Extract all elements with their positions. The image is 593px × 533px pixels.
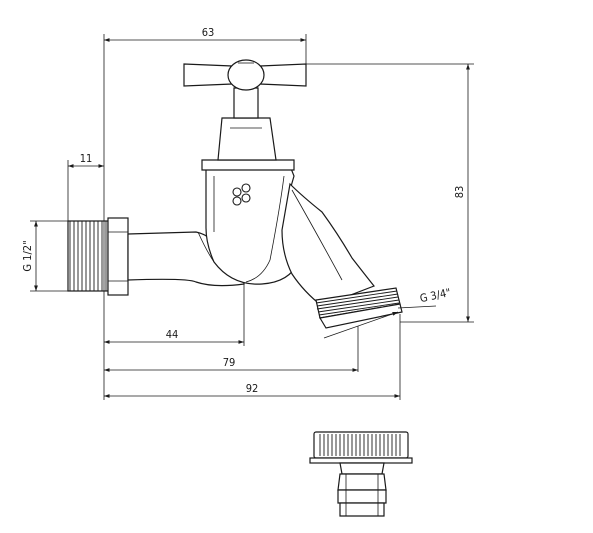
extension-lines <box>30 34 474 400</box>
hose-adapter <box>309 431 413 517</box>
outlet-thread <box>315 287 403 329</box>
cross-handle <box>183 59 307 91</box>
dim-top-width: 63 <box>202 26 215 39</box>
outlet-spout <box>281 182 375 307</box>
dim-outlet-thread: G 3/4" <box>419 286 452 305</box>
dim-body-offset: 44 <box>166 328 179 341</box>
dim-inlet-thread-length: 11 <box>80 152 93 165</box>
brand-logo-icon <box>232 183 251 206</box>
dim-inlet-thread: G 1/2" <box>21 240 34 271</box>
faucet-side-view <box>67 59 403 329</box>
dim-overall-length: 92 <box>246 382 259 395</box>
bonnet <box>201 87 295 171</box>
dim-height: 83 <box>453 186 466 199</box>
dimension-lines <box>34 38 470 398</box>
inlet-thread <box>67 217 129 296</box>
dim-outlet-center: 79 <box>223 356 236 369</box>
